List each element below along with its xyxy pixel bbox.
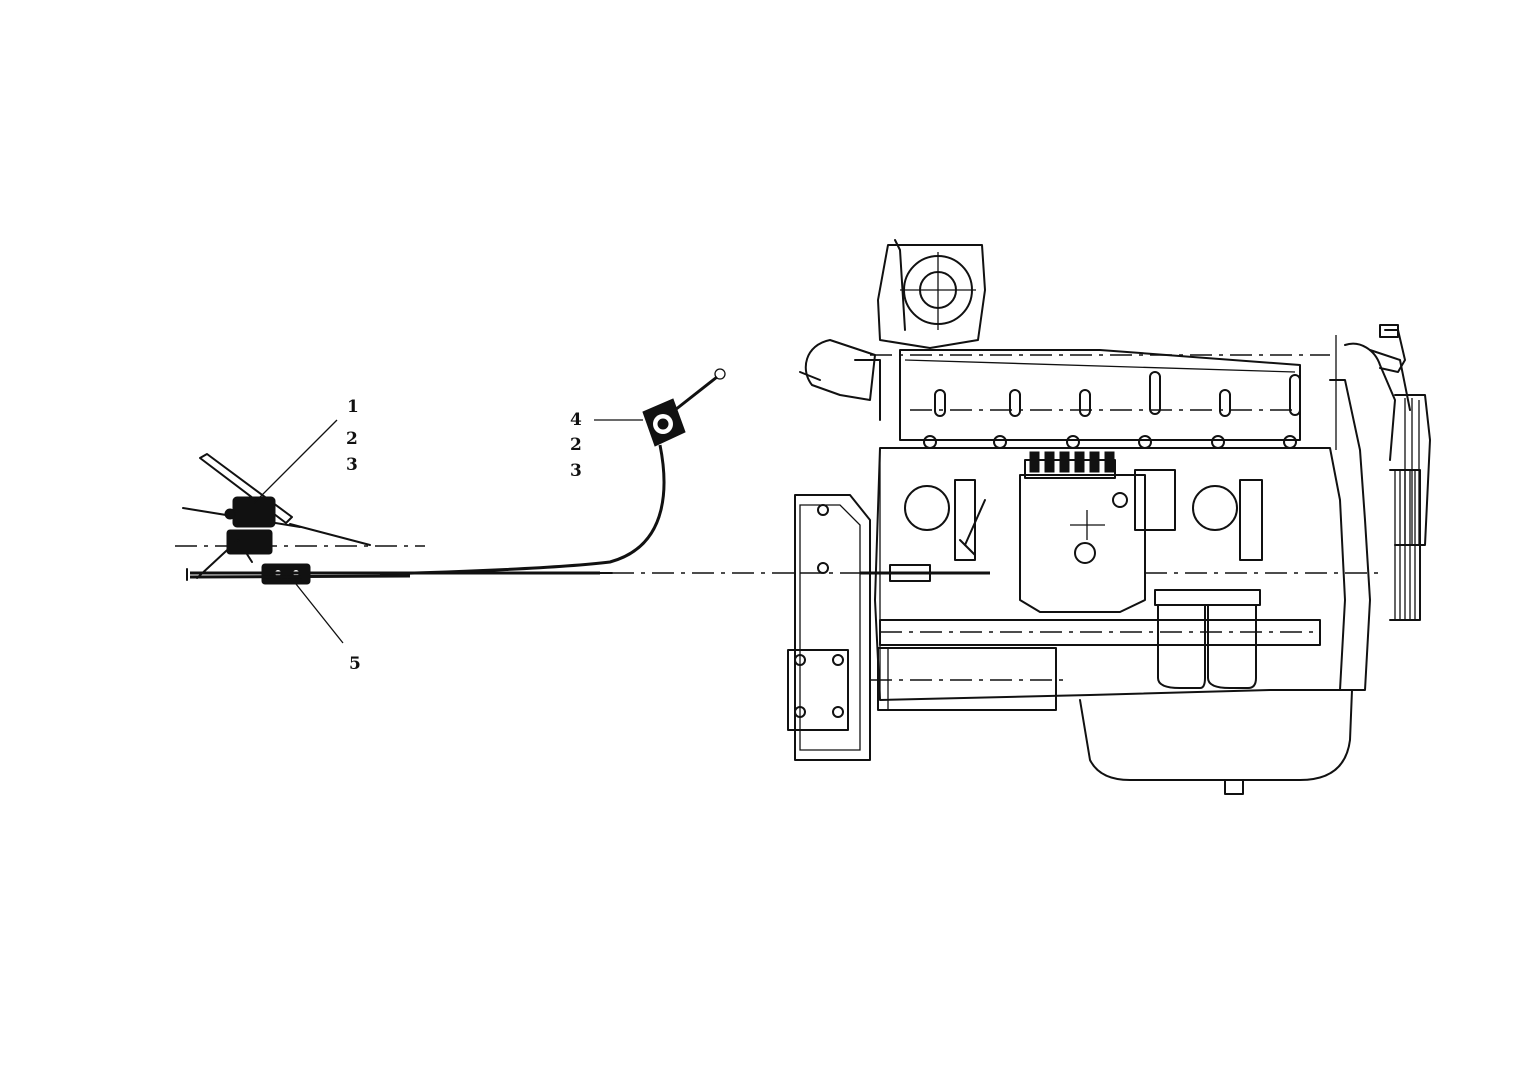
governor-linkage — [860, 499, 990, 582]
callout-4: 4 — [570, 410, 582, 430]
callout-2-hand: 2 — [570, 435, 582, 455]
fuel-injection-pump — [1019, 451, 1176, 613]
throttle-cables — [189, 444, 800, 579]
engine-assembly — [787, 239, 1431, 795]
fan-pulley — [1394, 394, 1431, 546]
starter-motor — [870, 647, 1070, 711]
leader-lines — [253, 419, 643, 644]
hand-throttle-control — [642, 368, 726, 447]
flywheel-housing — [787, 494, 871, 761]
turbocharger — [877, 239, 986, 349]
oil-filter — [1154, 589, 1261, 689]
callout-2-pedal: 2 — [346, 429, 358, 449]
callout-labels: 1 2 3 4 2 3 5 — [346, 397, 582, 674]
callout-3-hand: 3 — [570, 461, 582, 481]
accelerator-pedal-assembly — [175, 453, 425, 585]
cover-bolts — [934, 371, 1301, 417]
thermostat-housing — [1369, 324, 1411, 411]
injector-pipes — [1029, 451, 1115, 473]
oil-sump — [1079, 689, 1353, 795]
head-studs — [923, 435, 1297, 449]
callout-1: 1 — [347, 397, 359, 417]
cylinder-head-cover — [870, 349, 1330, 441]
callout-3-pedal: 3 — [346, 455, 358, 475]
intake-elbow — [799, 339, 881, 421]
callout-5: 5 — [349, 654, 361, 674]
